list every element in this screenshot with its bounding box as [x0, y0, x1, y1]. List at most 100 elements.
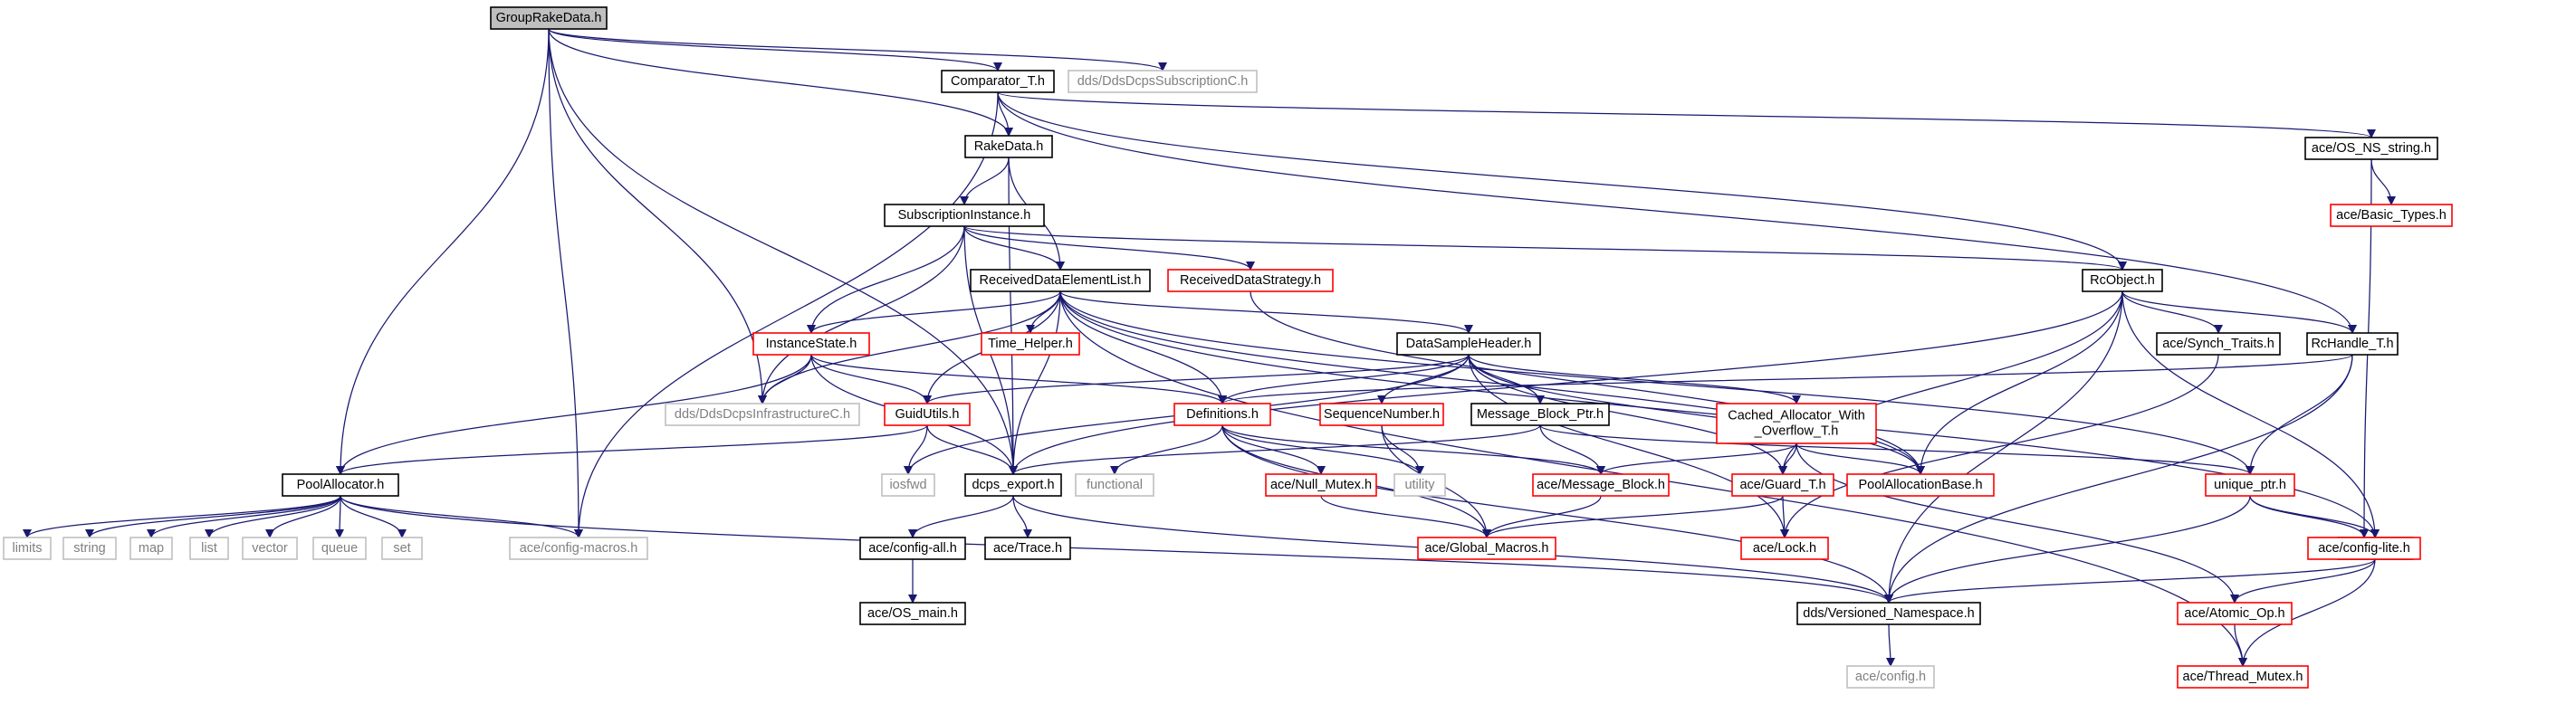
edge-DataSampleHeader-to-PoolAllocationBase [1468, 354, 1925, 475]
edge-GuidUtils-to-dcps_export [926, 424, 1018, 475]
edge-GroupRakeData-to-DdsDcpsSubscriptionC [548, 28, 1167, 71]
node-ReceivedDataElementList[interactable]: ReceivedDataElementList.h [970, 269, 1151, 292]
node-GuidUtils[interactable]: GuidUtils.h [884, 403, 971, 426]
node-label: vector [252, 541, 288, 556]
node-label: _Overflow_T.h [1754, 424, 1839, 439]
node-Basic_Types[interactable]: ace/Basic_Types.h [2330, 204, 2453, 227]
edge-RcObject-to-Versioned_Namespace [1884, 290, 2123, 604]
node-SubscriptionInstance[interactable]: SubscriptionInstance.h [884, 204, 1045, 227]
node-box [129, 537, 173, 560]
node-label: set [393, 541, 410, 556]
edge-Guard_T-to-Lock [1779, 495, 1789, 538]
node-RcObject[interactable]: RcObject.h [2082, 269, 2163, 292]
node-box [189, 537, 229, 560]
node-Versioned_Namespace[interactable]: dds/Versioned_Namespace.h [1796, 602, 1981, 625]
node-RakeData[interactable]: RakeData.h [964, 135, 1053, 158]
node-Time_Helper[interactable]: Time_Helper.h [981, 332, 1080, 356]
node-label: DataSampleHeader.h [1406, 337, 1532, 351]
node-Null_Mutex[interactable]: ace/Null_Mutex.h [1265, 473, 1377, 497]
node-box [1167, 269, 1334, 292]
node-Comparator_T[interactable]: Comparator_T.h [941, 70, 1055, 93]
edge-Guard_T-to-Global_Macros [1482, 495, 1784, 538]
node-limits: limits [3, 537, 52, 560]
edge-PoolAllocator-to-vector [265, 495, 341, 538]
node-box [1173, 403, 1271, 426]
node-label: ace/config.h [1855, 670, 1926, 684]
node-Synch_Traits[interactable]: ace/Synch_Traits.h [2156, 332, 2281, 356]
edge-PoolAllocator-to-limits [23, 495, 341, 538]
node-box [1396, 332, 1541, 356]
node-OS_main[interactable]: ace/OS_main.h [859, 602, 966, 625]
node-Message_Block_Ptr[interactable]: Message_Block_Ptr.h [1470, 403, 1610, 426]
node-Definitions[interactable]: Definitions.h [1173, 403, 1271, 426]
node-RcHandle_T[interactable]: RcHandle_T.h [2306, 332, 2399, 356]
node-vector: vector [242, 537, 298, 560]
node-Global_Macros[interactable]: ace/Global_Macros.h [1417, 537, 1556, 560]
node-Trace[interactable]: ace/Trace.h [984, 537, 1071, 560]
node-label: ace/Synch_Traits.h [2162, 337, 2274, 351]
node-Message_Block[interactable]: ace/Message_Block.h [1532, 473, 1670, 497]
edge-GuidUtils-to-PoolAllocator [336, 424, 928, 475]
node-SequenceNumber[interactable]: SequenceNumber.h [1319, 403, 1444, 426]
node-label: ace/Global_Macros.h [1424, 541, 1548, 556]
node-label: dds/DdsDcpsInfrastructureC.h [675, 407, 850, 422]
node-dcps_export[interactable]: dcps_export.h [964, 473, 1062, 497]
node-box [312, 537, 367, 560]
node-label: ace/Basic_Types.h [2336, 208, 2447, 223]
edge-InstanceState-to-Definitions [810, 354, 1227, 404]
node-OS_NS_string[interactable]: ace/OS_NS_string.h [2304, 137, 2438, 160]
node-DdsDcpsSubscriptionC: dds/DdsDcpsSubscriptionC.h [1068, 70, 1258, 93]
node-Cached_Allocator[interactable]: Cached_Allocator_With_Overflow_T.h [1716, 403, 1877, 444]
node-label: dds/DdsDcpsSubscriptionC.h [1077, 74, 1249, 89]
node-box [1393, 473, 1446, 497]
node-config_macros: ace/config-macros.h [509, 537, 648, 560]
node-box [2307, 537, 2421, 560]
edge-DataSampleHeader-to-Lock [1468, 354, 1789, 538]
node-Thread_Mutex[interactable]: ace/Thread_Mutex.h [2177, 665, 2309, 689]
node-box [665, 403, 860, 426]
node-label: ace/OS_main.h [867, 606, 958, 621]
node-unique_ptr[interactable]: unique_ptr.h [2205, 473, 2295, 497]
node-config_all[interactable]: ace/config-all.h [859, 537, 966, 560]
edge-InstanceState-to-DdsDcpsInfrastructureC [758, 354, 812, 404]
node-box [509, 537, 648, 560]
node-GroupRakeData[interactable]: GroupRakeData.h [490, 6, 608, 30]
node-label: RakeData.h [974, 139, 1044, 154]
node-box [964, 135, 1053, 158]
edge-OS_NS_string-to-Basic_Types [2370, 158, 2396, 205]
node-label: ace/Trace.h [993, 541, 1062, 556]
node-Guard_T[interactable]: ace/Guard_T.h [1731, 473, 1834, 497]
node-box [282, 473, 399, 497]
node-functional: functional [1075, 473, 1154, 497]
node-box [1265, 473, 1377, 497]
node-config_lite[interactable]: ace/config-lite.h [2307, 537, 2421, 560]
edge-Versioned_Namespace-to-config [1885, 623, 1895, 667]
edge-GroupRakeData-to-DdsDcpsInfrastructureC [548, 28, 767, 404]
edge-Comparator_T-to-RcObject [997, 91, 2127, 271]
node-label: Cached_Allocator_With [1728, 409, 1865, 423]
node-PoolAllocationBase[interactable]: PoolAllocationBase.h [1846, 473, 1995, 497]
node-label: limits [12, 541, 42, 556]
node-InstanceState[interactable]: InstanceState.h [752, 332, 870, 356]
edge-dcps_export-to-Trace [1012, 495, 1032, 538]
edge-PoolAllocator-to-list [205, 495, 341, 538]
node-label: ace/Atomic_Op.h [2184, 606, 2284, 621]
node-label: dds/Versioned_Namespace.h [1803, 606, 1974, 621]
edge-ReceivedDataElementList-to-DataSampleHeader [1059, 290, 1473, 334]
edge-ReceivedDataElementList-to-Definitions [1059, 290, 1227, 404]
edge-Message_Block_Ptr-to-dcps_export [1009, 424, 1541, 475]
edge-PoolAllocator-to-set [340, 495, 407, 538]
node-label: GuidUtils.h [895, 407, 960, 422]
edge-RcObject-to-RcHandle_T [2121, 290, 2357, 334]
node-box [1532, 473, 1670, 497]
edge-GroupRakeData-to-PoolAllocator [336, 28, 550, 475]
node-box [884, 403, 971, 426]
edge-PoolAllocator-to-map [147, 495, 341, 538]
node-Atomic_Op[interactable]: ace/Atomic_Op.h [2177, 602, 2293, 625]
node-PoolAllocator[interactable]: PoolAllocator.h [282, 473, 399, 497]
node-DataSampleHeader[interactable]: DataSampleHeader.h [1396, 332, 1541, 356]
node-ReceivedDataStrategy[interactable]: ReceivedDataStrategy.h [1167, 269, 1334, 292]
edge-GroupRakeData-to-dcps_export [548, 28, 1018, 475]
node-Lock[interactable]: ace/Lock.h [1740, 537, 1829, 560]
